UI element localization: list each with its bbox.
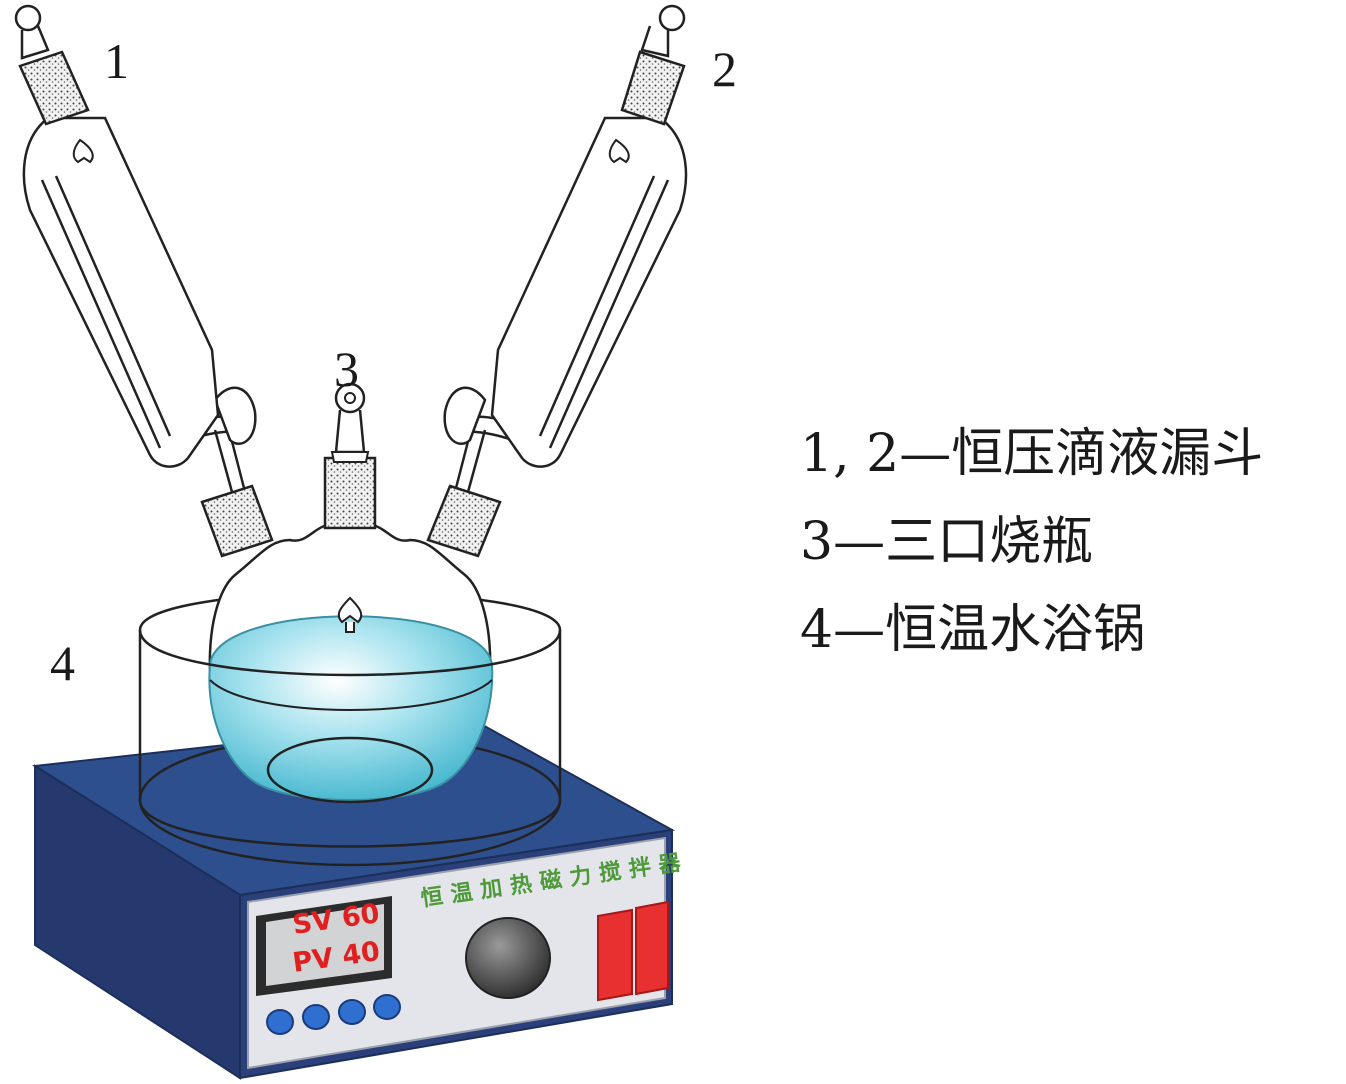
label-3: 3	[334, 341, 359, 397]
button-4[interactable]	[373, 994, 401, 1020]
stirrer-device: SV 60 PV 40 恒温加热磁力搅拌器	[32, 716, 690, 1080]
label-1: 1	[104, 33, 129, 89]
legend-item-funnels: 1, 2—恒压滴液漏斗	[800, 424, 1264, 484]
button-1[interactable]	[266, 1009, 294, 1035]
legend-item-bath: 4—恒温水浴锅	[800, 600, 1146, 660]
button-2[interactable]	[302, 1004, 330, 1030]
dropping-funnel-right	[426, 4, 688, 558]
control-knob[interactable]	[465, 917, 551, 999]
funnel-body-left	[22, 116, 220, 468]
funnel-body-right	[490, 116, 688, 468]
power-switch-2[interactable]	[635, 900, 669, 996]
three-neck-flask	[208, 382, 494, 804]
bath-front-rim	[138, 629, 562, 677]
button-3[interactable]	[338, 999, 366, 1025]
label-4: 4	[50, 635, 75, 691]
legend-item-flask: 3—三口烧瓶	[800, 512, 1094, 572]
label-2: 2	[712, 41, 737, 97]
legend: 1, 2—恒压滴液漏斗 3—三口烧瓶 4—恒温水浴锅	[800, 410, 1263, 674]
flask-water	[208, 615, 494, 801]
dropping-funnel-left	[14, 4, 274, 558]
stir-symbol	[337, 596, 363, 633]
power-switch-1[interactable]	[597, 908, 633, 1002]
